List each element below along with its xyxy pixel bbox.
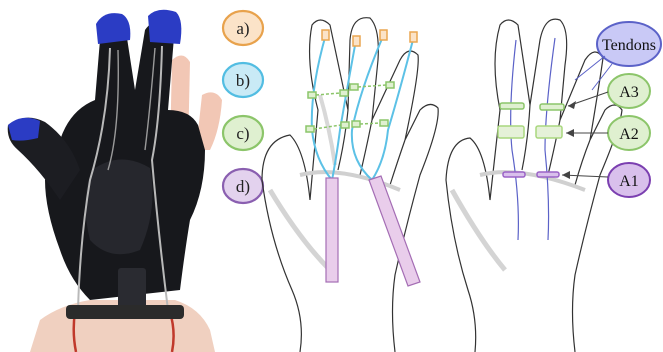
tendon-lines-right xyxy=(511,38,555,240)
svg-text:A2: A2 xyxy=(619,126,639,143)
legend-item-b: b) xyxy=(223,63,263,97)
callout-a2: A2 xyxy=(566,116,650,150)
guides-c xyxy=(306,82,394,132)
glove-photo xyxy=(0,0,228,352)
hand-outline-right xyxy=(446,19,622,352)
callout-a1: A1 xyxy=(562,163,650,197)
legend-item-c: c) xyxy=(223,116,263,150)
svg-text:c): c) xyxy=(236,124,249,143)
index-tip-actuator xyxy=(96,13,130,44)
svg-text:b): b) xyxy=(236,71,250,90)
svg-text:d): d) xyxy=(236,177,250,196)
svg-text:a): a) xyxy=(236,19,249,38)
legend: a) b) c) d) xyxy=(223,11,263,203)
svg-text:A3: A3 xyxy=(619,84,639,101)
pulleys-a3 xyxy=(500,103,564,110)
pulleys-a2 xyxy=(498,126,562,138)
svg-text:Tendons: Tendons xyxy=(602,37,656,54)
anchors-a xyxy=(322,30,417,46)
svg-text:A1: A1 xyxy=(619,173,639,190)
legend-item-a: a) xyxy=(223,11,263,45)
legend-item-d: d) xyxy=(223,169,263,203)
callout-a3: A3 xyxy=(568,74,650,109)
middle-tip-actuator xyxy=(148,10,181,44)
